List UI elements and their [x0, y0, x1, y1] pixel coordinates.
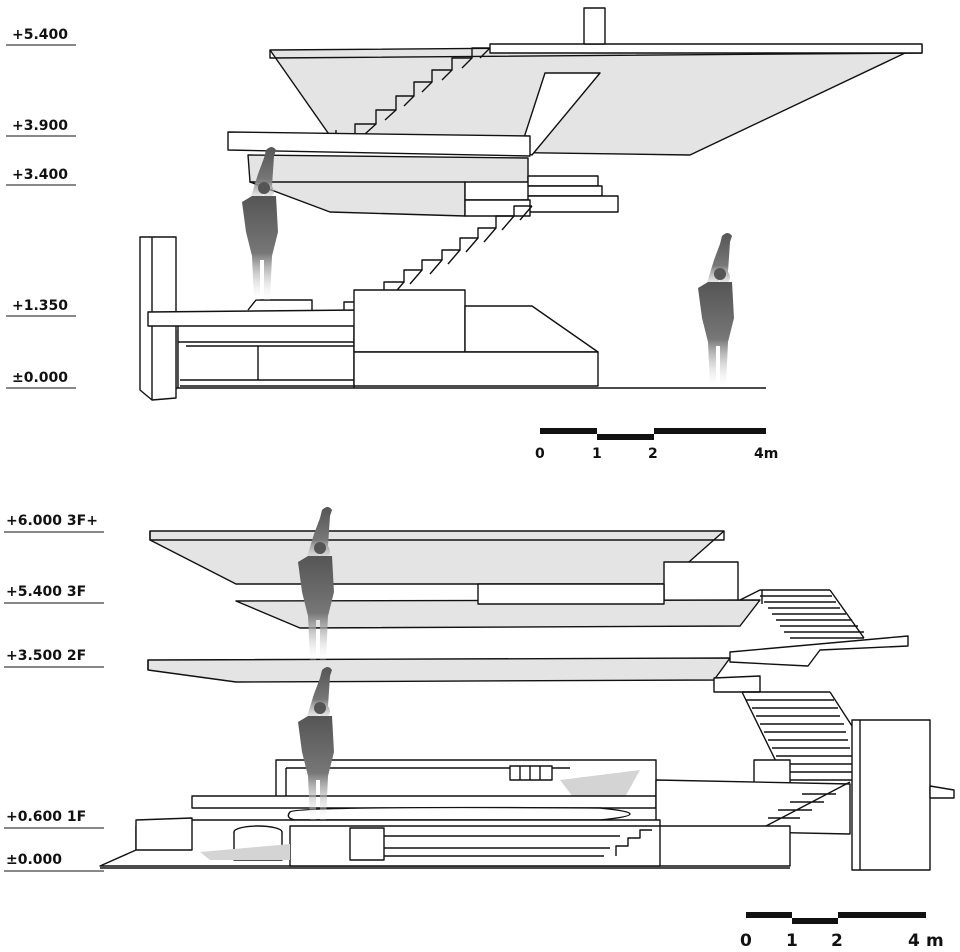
stair-1f — [655, 759, 851, 835]
scale-tick: 4 — [908, 931, 920, 951]
stair-3f — [739, 589, 865, 639]
slab-3f-plus — [149, 530, 725, 585]
lower-section: +6.000 3F+ +5.400 3F +3.500 2F +0.600 1F… — [4, 507, 955, 951]
lower-scale-bar: 0 1 2 4 m — [740, 912, 944, 951]
level-label: +3.900 — [12, 118, 68, 134]
scale-tick: 2 — [831, 931, 843, 951]
scale-tick: m — [926, 931, 944, 951]
roof-slab — [269, 7, 923, 156]
scale-tick: 2 — [648, 446, 658, 462]
human-figure — [298, 507, 334, 660]
upper-scale-bar: 0 1 2 4m — [535, 428, 778, 462]
scale-tick: 1 — [786, 931, 798, 951]
level-label: +1.350 — [12, 298, 68, 314]
stair-2f — [741, 691, 853, 791]
level-label: ±0.000 — [12, 370, 68, 386]
slab-2f — [147, 635, 909, 693]
scale-tick: 0 — [740, 931, 752, 951]
ground-podium — [99, 817, 791, 869]
level-label: +5.400 — [12, 27, 68, 43]
level-3400-slab — [249, 175, 619, 217]
lower-level-markers: +6.000 3F+ +5.400 3F +3.500 2F +0.600 1F… — [4, 513, 104, 872]
level-label: +6.000 3F+ — [6, 513, 98, 529]
upper-section: +5.400 +3.900 +3.400 +1.350 ±0.000 — [6, 7, 923, 462]
right-wall — [851, 719, 955, 871]
upper-level-markers: +5.400 +3.900 +3.400 +1.350 ±0.000 — [6, 27, 76, 389]
level-label: ±0.000 — [6, 852, 62, 868]
scale-tick: 1 — [592, 446, 602, 462]
ground-level-block — [147, 289, 766, 389]
human-figure — [698, 233, 734, 386]
level-label: +5.400 3F — [6, 584, 86, 600]
ground-floor-block — [191, 759, 657, 821]
level-label: +3.500 2F — [6, 648, 86, 664]
slab-3f — [235, 561, 761, 629]
human-figure — [242, 147, 278, 300]
level-label: +3.400 — [12, 167, 68, 183]
scale-tick: 0 — [535, 446, 545, 462]
scale-tick: 4m — [754, 446, 778, 462]
level-label: +0.600 1F — [6, 809, 86, 825]
